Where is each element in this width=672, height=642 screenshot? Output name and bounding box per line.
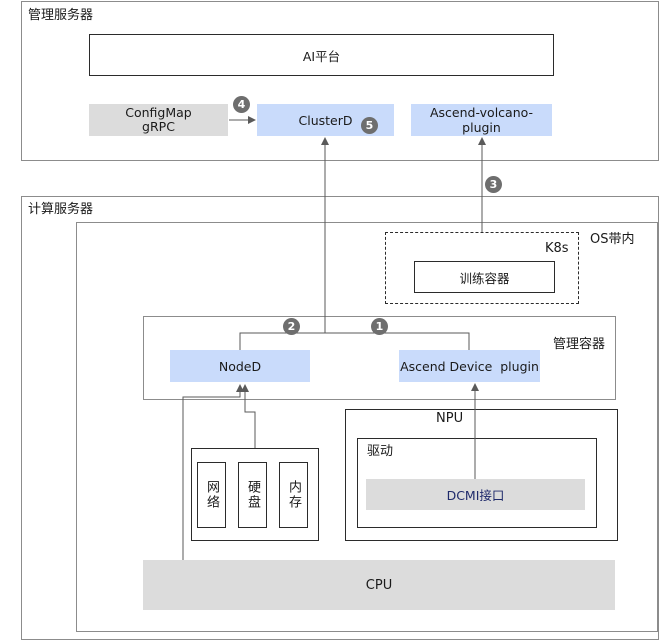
driver-label: 驱动 [367,444,394,459]
step-badge-3: 3 [485,176,502,193]
management-server-title: 管理服务器 [28,8,94,23]
os-inband-label: OS带内 [590,232,635,247]
management-server-frame [21,1,659,161]
disk-box: 硬盘 [238,462,267,528]
memory-box: 内存 [279,462,308,528]
training-container-box: 训练容器 [414,261,555,293]
dcmi-interface-box: DCMI接口 [366,479,585,510]
configmap-grpc-box: ConfigMap gRPC [89,104,228,136]
disk-label: 硬盘 [245,480,260,510]
step-badge-1: 1 [371,318,388,335]
network-box: 网络 [197,462,226,528]
compute-server-title: 计算服务器 [28,202,94,217]
step-badge-4: 4 [233,96,250,113]
npu-label: NPU [436,411,464,426]
k8s-label: K8s [545,241,569,256]
ascend-volcano-plugin-label: Ascend-volcano-plugin [429,105,534,135]
ascend-device-plugin-label: Ascend Device plugin [400,358,539,374]
step-badge-5: 5 [361,117,378,134]
management-container-label: 管理容器 [553,337,606,352]
grpc-label: gRPC [142,119,175,134]
ascend-device-plugin-box: Ascend Device plugin [399,350,540,382]
step-badge-2: 2 [283,318,300,335]
clusterd-label: ClusterD [298,112,353,128]
configmap-label: ConfigMap [125,104,192,120]
noded-box: NodeD [170,350,310,382]
memory-label: 内存 [286,480,301,510]
ascend-volcano-plugin-box: Ascend-volcano-plugin [411,104,552,136]
dcmi-interface-label: DCMI接口 [446,488,505,503]
training-container-label: 训练容器 [459,270,510,286]
network-label: 网络 [204,480,219,510]
ai-platform-label: AI平台 [302,48,341,64]
cpu-box: CPU [143,560,615,610]
cpu-label: CPU [365,577,393,593]
noded-label: NodeD [218,358,262,374]
ai-platform-box: AI平台 [89,34,554,76]
